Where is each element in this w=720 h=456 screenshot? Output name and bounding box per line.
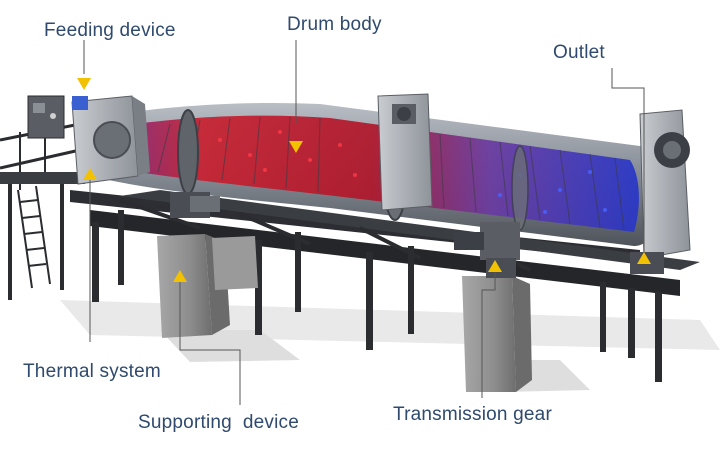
label-supporting-device: Supporting device <box>138 412 299 433</box>
feed-housing <box>71 95 150 185</box>
arrow-markers <box>77 78 651 282</box>
label-transmission-gear: Transmission gear <box>393 404 552 425</box>
label-outlet: Outlet <box>553 42 605 63</box>
concrete-pillars <box>157 234 532 392</box>
label-thermal-system: Thermal system <box>23 361 161 382</box>
access-platform <box>0 123 85 300</box>
label-drum-body: Drum body <box>287 14 382 35</box>
leader-lines <box>83 40 645 405</box>
control-cabinet <box>27 95 65 139</box>
label-feeding-device: Feeding device <box>44 20 176 41</box>
drive-units <box>170 192 520 278</box>
center-gear-housing <box>377 93 433 211</box>
